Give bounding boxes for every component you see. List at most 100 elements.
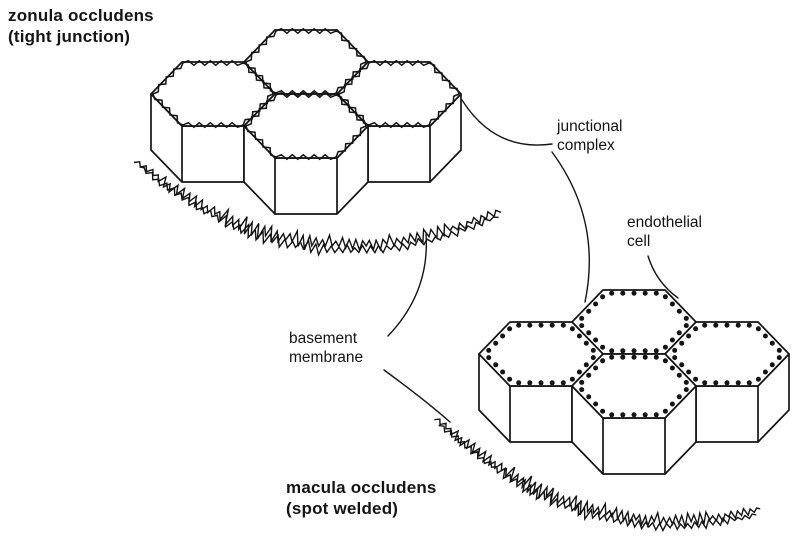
label-line: membrane [289, 348, 364, 366]
spot-weld-dot [676, 330, 682, 336]
spot-weld-dot [527, 322, 533, 328]
spot-weld-dot [669, 365, 675, 371]
spot-weld-dot [724, 380, 730, 386]
spot-weld-dot [507, 326, 513, 332]
spot-weld-dot [642, 412, 648, 418]
spot-weld-dot [586, 372, 592, 378]
leader-endothelial-cell [647, 255, 679, 299]
spot-weld-dot [669, 301, 675, 307]
leader-basement-upper [387, 233, 428, 337]
spot-weld-dot [672, 355, 678, 361]
spot-weld-dot [672, 347, 678, 353]
leader-junctional-to-zonula-cluster [461, 99, 553, 146]
spot-weld-dot [493, 362, 499, 368]
spot-weld-dot [620, 412, 626, 418]
spot-weld-dot [669, 337, 675, 343]
spot-weld-dot [586, 308, 592, 314]
spot-weld-dot [593, 365, 599, 371]
spot-weld-dot [735, 322, 741, 328]
spot-weld-dot [590, 347, 596, 353]
spot-weld-dot [662, 408, 668, 414]
spot-weld-dot [538, 380, 544, 386]
spot-weld-dot [560, 380, 566, 386]
label-line: macula occludens [286, 478, 437, 497]
spot-weld-dot [631, 348, 637, 354]
spot-weld-dot [762, 369, 768, 375]
spot-weld-dot [549, 322, 555, 328]
spot-weld-dot [583, 362, 589, 368]
label-junctional-complex: junctional complex [557, 118, 623, 156]
spot-weld-dot [653, 348, 659, 354]
spot-weld-dot [631, 290, 637, 296]
spot-weld-dot [600, 294, 606, 300]
cell-top-face [243, 93, 369, 159]
label-line: basement [289, 330, 358, 347]
spot-weld-dot [769, 340, 775, 346]
spot-weld-dot [713, 322, 719, 328]
spot-weld-dot [683, 323, 689, 329]
spot-weld-dot [586, 330, 592, 336]
spot-weld-dot [693, 326, 699, 332]
label-line: (spot welded) [286, 498, 399, 518]
spot-weld-dot [527, 380, 533, 386]
spot-weld-dot [669, 401, 675, 407]
spot-weld-dot [679, 340, 685, 346]
label-endothelial-cell: endothelial cell [627, 214, 702, 252]
spot-weld-dot [486, 355, 492, 361]
spot-weld-dot [620, 290, 626, 296]
spot-weld-dot [702, 380, 708, 386]
spot-weld-dot [683, 387, 689, 393]
spot-weld-dot [653, 412, 659, 418]
zonula-occludens-cluster [150, 27, 462, 215]
spot-weld-dot [755, 376, 761, 382]
spot-weld-dot [735, 380, 741, 386]
spot-weld-dot [609, 354, 615, 360]
tight-junction-zigzag [151, 59, 274, 129]
basement-membrane-scribble [438, 424, 757, 533]
spot-weld-dot [776, 355, 782, 361]
label-line: complex [557, 136, 615, 154]
spot-weld-dot [713, 380, 719, 386]
spot-weld-dot [576, 369, 582, 375]
spot-weld-dot [579, 387, 585, 393]
basement-membrane-scribble [139, 166, 499, 257]
spot-weld-dot [642, 348, 648, 354]
tight-junction-zigzag [337, 59, 460, 129]
leader-basement-lower [383, 369, 451, 423]
basement-membrane-scribble [434, 418, 761, 529]
spot-weld-dot [776, 347, 782, 353]
spot-weld-dot [576, 333, 582, 339]
spot-weld-dot [642, 290, 648, 296]
spot-weld-dot [676, 372, 682, 378]
spot-weld-dot [500, 333, 506, 339]
label-line: junctional [557, 118, 623, 135]
spot-weld-dot [583, 340, 589, 346]
spot-weld-dot [516, 322, 522, 328]
spot-weld-dot [586, 394, 592, 400]
spot-weld-dot [676, 394, 682, 400]
spot-weld-dot [507, 376, 513, 382]
label-line: zonula occludens [8, 6, 154, 25]
cell-top-face [571, 353, 697, 419]
label-line: cell [627, 232, 651, 250]
spot-weld-dot [579, 379, 585, 385]
label-macula-occludens: macula occludens (spot welded) [286, 478, 437, 519]
spot-weld-dot [486, 347, 492, 353]
spot-weld-dot [493, 340, 499, 346]
spot-weld-dot [600, 358, 606, 364]
spot-weld-dot [769, 362, 775, 368]
spot-weld-dot [579, 323, 585, 329]
spot-weld-dot [653, 290, 659, 296]
spot-weld-dot [746, 322, 752, 328]
spot-weld-dot [653, 354, 659, 360]
spot-weld-dot [662, 358, 668, 364]
spot-weld-dot [631, 354, 637, 360]
spot-weld-dot [746, 380, 752, 386]
spot-weld-dot [579, 315, 585, 321]
spot-weld-dot [538, 322, 544, 328]
spot-weld-dot [549, 380, 555, 386]
spot-weld-dot [642, 354, 648, 360]
basement-membranes-group [133, 161, 761, 533]
